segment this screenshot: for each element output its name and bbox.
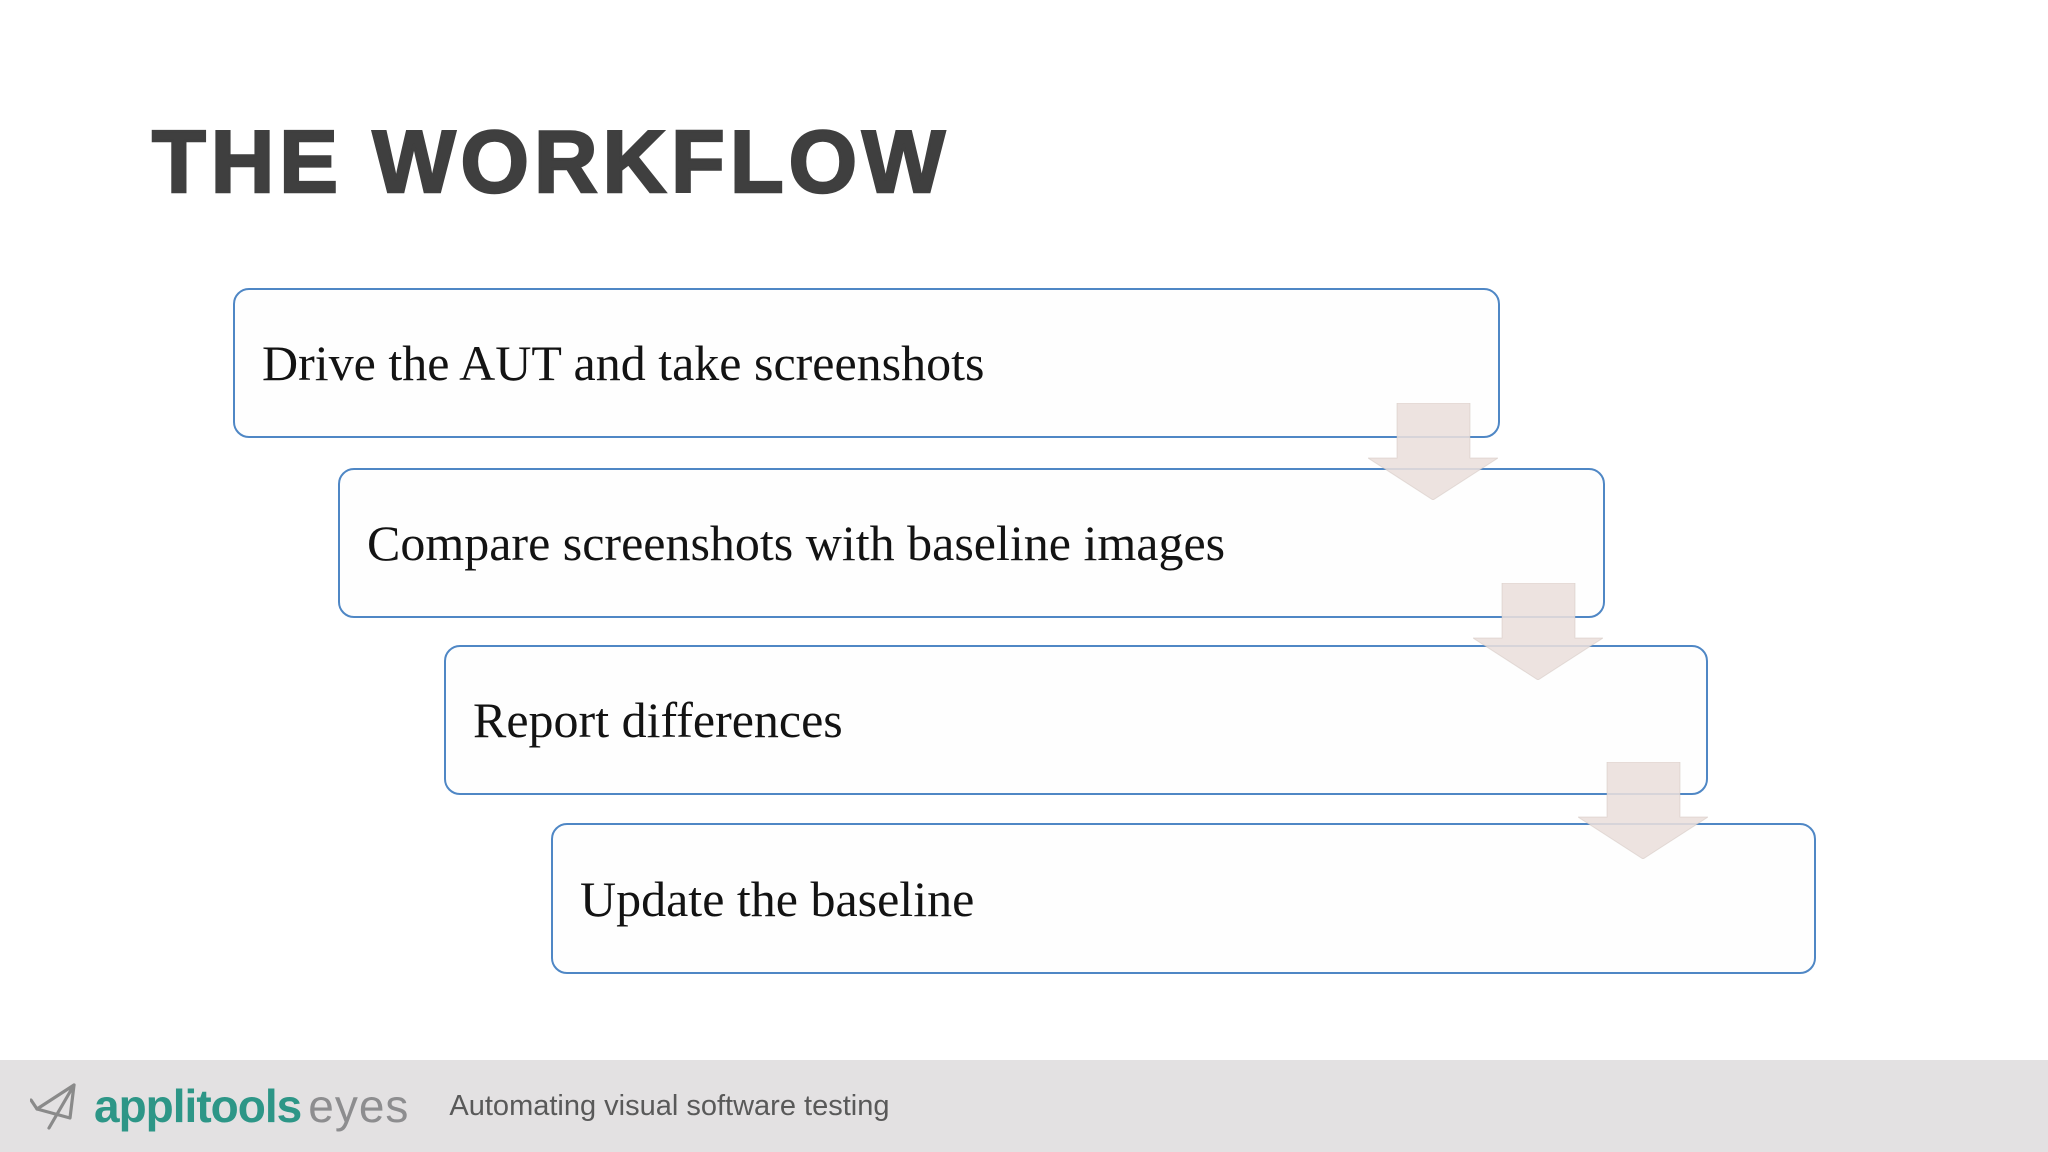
flow-step-2: Compare screenshots with baseline images <box>338 468 1605 618</box>
flow-step-3-label: Report differences <box>473 692 843 748</box>
page-title: THE WORKFLOW <box>151 112 951 211</box>
flow-step-1: Drive the AUT and take screenshots <box>233 288 1500 438</box>
flow-step-1-label: Drive the AUT and take screenshots <box>262 335 985 391</box>
flow-step-2-label: Compare screenshots with baseline images <box>367 515 1226 571</box>
flow-step-4-label: Update the baseline <box>580 870 975 927</box>
footer-tagline: Automating visual software testing <box>449 1089 890 1122</box>
flow-step-3: Report differences <box>444 645 1708 795</box>
applitools-logo: applitools eyes <box>30 1078 409 1134</box>
applitools-eye-icon <box>30 1083 76 1130</box>
brand-suffix: eyes <box>308 1080 410 1132</box>
flow-step-4: Update the baseline <box>551 823 1816 974</box>
footer-bar: applitools eyes Automating visual softwa… <box>0 1060 2048 1152</box>
brand-name: applitools <box>94 1080 302 1132</box>
